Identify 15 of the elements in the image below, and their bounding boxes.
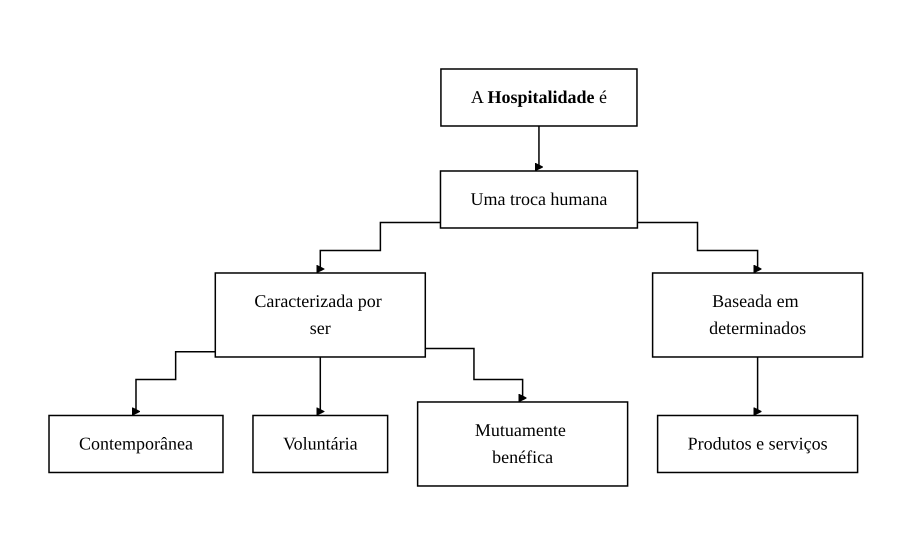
node-box: Mutuamente benéfica <box>417 401 629 487</box>
node-box: Contemporânea <box>48 414 224 474</box>
node-box: Uma troca humana <box>440 170 638 229</box>
arrow <box>425 348 528 402</box>
arrow <box>316 222 441 274</box>
node-box: A Hospitalidade é <box>440 68 638 127</box>
node-box: Produtos e serviços <box>657 414 859 474</box>
node-box: Caracterizada por ser <box>214 272 426 358</box>
node-box: Baseada em determinados <box>652 272 864 358</box>
arrow <box>534 125 544 172</box>
arrow <box>638 222 762 274</box>
arrow <box>753 356 762 416</box>
arrow <box>132 350 216 416</box>
node-box: Voluntária <box>252 414 389 474</box>
arrow <box>316 356 325 416</box>
